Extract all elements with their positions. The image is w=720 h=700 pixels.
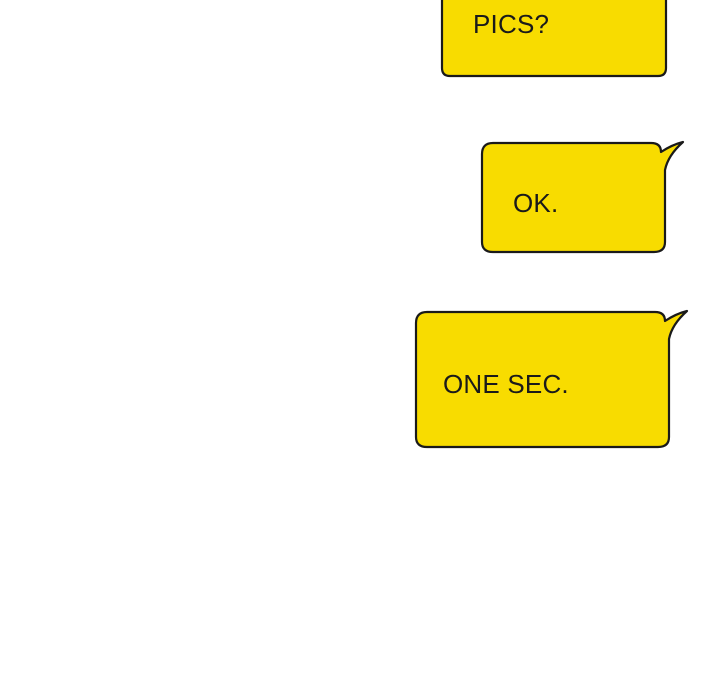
speech-bubble-text: ONE SEC. [443, 369, 569, 399]
speech-bubble-2: OK. [477, 138, 685, 255]
speech-bubble-shape [480, 140, 685, 254]
speech-bubble-shape [414, 309, 689, 449]
speech-bubble-shape [440, 0, 668, 78]
speech-bubble-text: PICS? [473, 9, 550, 39]
speech-bubble-3: ONE SEC. [411, 307, 689, 449]
speech-bubble-text: OK. [513, 188, 559, 218]
speech-bubble-1: PICS? [430, 0, 674, 82]
